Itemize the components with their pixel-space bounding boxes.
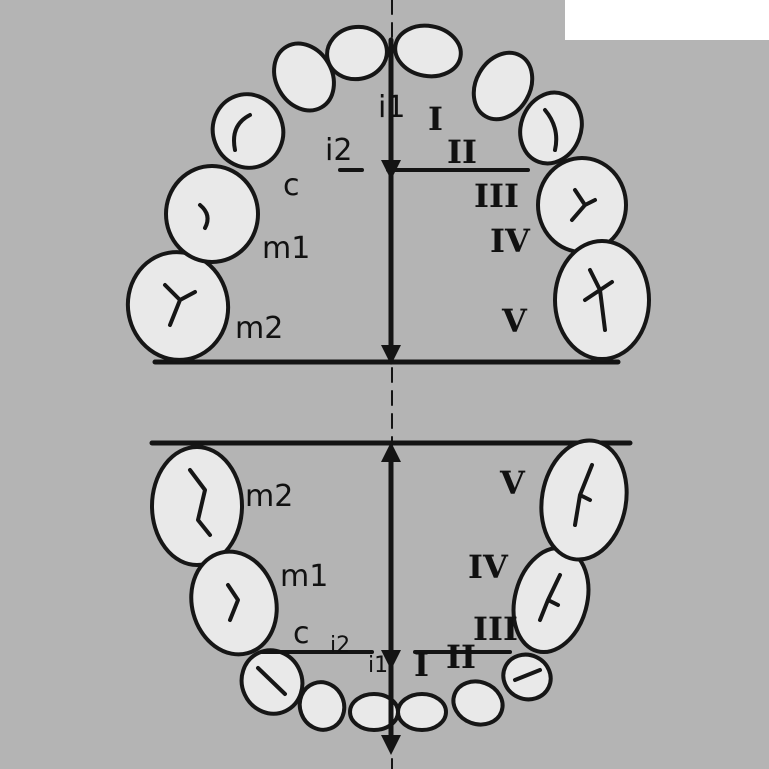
lower-left-m1-tooth — [189, 549, 279, 657]
upper-label-c: c — [283, 168, 300, 203]
upper-left-m1-groove — [198, 203, 210, 230]
lower-label-III: III — [473, 610, 518, 648]
lower-right-III-groove — [513, 668, 542, 682]
lower-label-V: V — [499, 464, 526, 502]
lower-right-V-groove — [573, 463, 594, 527]
midline — [381, 0, 401, 769]
lower-label-m1: m1 — [280, 559, 328, 594]
lower-left-c-groove — [256, 666, 287, 696]
lower-arch: m2 m1 c i2 i1 V IV III II I — [149, 438, 633, 732]
upper-right-III-groove — [543, 108, 559, 152]
upper-right-I-tooth — [393, 23, 463, 79]
upper-arrow-down-icon — [381, 345, 401, 365]
upper-right-II-tooth — [471, 50, 535, 122]
lower-label-i2: i2 — [330, 633, 350, 658]
lower-label-c: c — [293, 616, 310, 651]
upper-right-IV-groove — [570, 188, 597, 222]
upper-left-c-tooth — [210, 92, 286, 170]
upper-midline-arrow-icon — [381, 160, 401, 180]
lower-left-i2-tooth — [297, 680, 347, 732]
lower-label-i1: i1 — [368, 653, 388, 678]
lower-label-II: II — [446, 638, 476, 676]
upper-arch: i1 i2 c m1 m2 I II III IV V — [125, 23, 651, 365]
lower-right-I-tooth — [396, 692, 448, 732]
corner-patch — [565, 0, 769, 40]
upper-right-IV-tooth — [536, 156, 628, 254]
lower-label-IV: IV — [468, 548, 509, 586]
upper-label-IV: IV — [490, 222, 531, 260]
upper-label-m2: m2 — [235, 311, 283, 346]
lower-left-m1-groove — [226, 583, 240, 622]
upper-right-III-tooth — [518, 90, 584, 166]
lower-midline-arrow-icon — [381, 650, 401, 670]
upper-label-m1: m1 — [262, 231, 310, 266]
upper-label-III: III — [474, 177, 519, 215]
upper-label-i2: i2 — [325, 133, 352, 168]
upper-label-I: I — [428, 100, 443, 138]
lower-right-IV-groove — [538, 573, 562, 622]
upper-left-c-groove — [232, 113, 252, 152]
lower-left-m2-groove — [188, 468, 212, 537]
lower-right-V-tooth — [539, 438, 629, 562]
lower-right-II-tooth — [451, 679, 505, 727]
lower-arrow-up-icon — [381, 442, 401, 462]
lower-left-m2-tooth — [150, 445, 244, 567]
upper-left-m1-tooth — [164, 164, 260, 264]
upper-label-II: II — [447, 133, 477, 171]
upper-left-m2-groove — [163, 283, 197, 327]
lower-label-m2: m2 — [245, 479, 293, 514]
upper-left-i1-tooth — [325, 24, 389, 82]
upper-label-V: V — [501, 302, 528, 340]
upper-right-V-groove — [583, 268, 614, 332]
lower-label-I: I — [414, 646, 429, 684]
bottom-arrow-icon — [381, 735, 401, 755]
